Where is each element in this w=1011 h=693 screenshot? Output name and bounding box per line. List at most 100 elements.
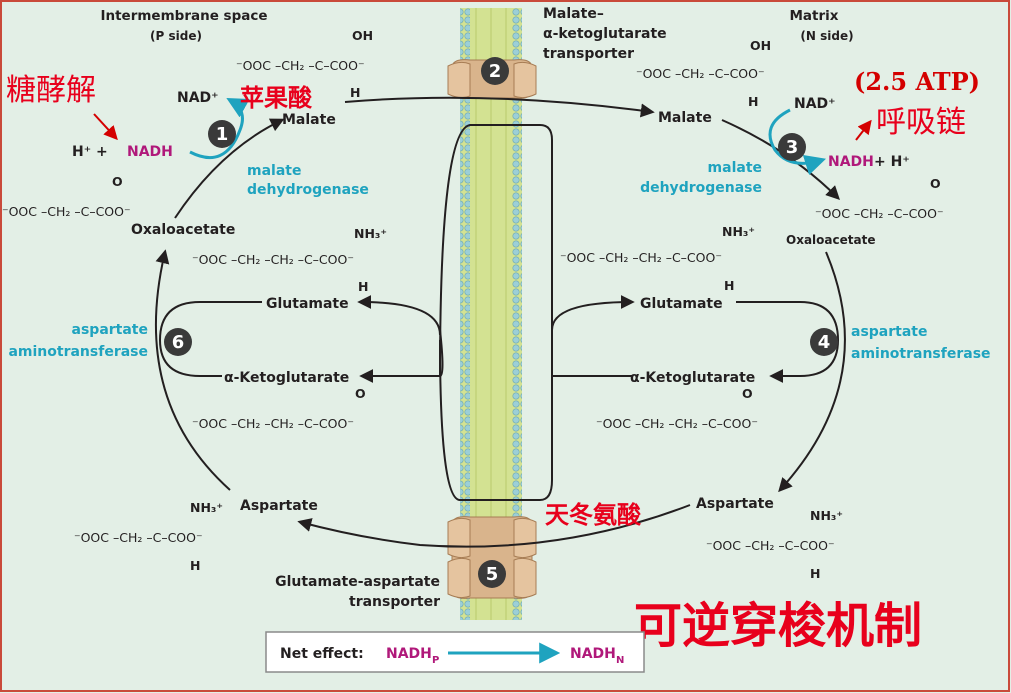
- left-malate-label: Malate: [282, 112, 336, 128]
- matrix-side-label: (N side): [800, 29, 853, 43]
- svg-text:6: 6: [172, 332, 185, 353]
- left-aspartate-label: Aspartate: [240, 498, 318, 514]
- right-malate-structure: ⁻OOC –CH₂ –C–COO⁻: [636, 66, 765, 81]
- right-aspartate-structure: ⁻OOC –CH₂ –C–COO⁻: [706, 538, 835, 553]
- step-1: 1: [208, 120, 236, 148]
- malate-cn-annotation: 苹果酸: [240, 84, 313, 112]
- cycle-arrows: [155, 96, 846, 548]
- right-ketoglutarate-structure: ⁻OOC –CH₂ –CH₂ –C–COO⁻: [596, 416, 758, 431]
- left-malate-h: H: [350, 85, 360, 100]
- right-malate-oh: OH: [750, 38, 771, 53]
- transporter2-label-3: transporter: [543, 46, 634, 62]
- glycolysis-annotation: 糖酵解: [6, 73, 96, 108]
- left-aspartate-h: H: [190, 558, 200, 573]
- left-transamination-loop: [158, 301, 262, 377]
- left-ketoglutarate-o: O: [355, 386, 366, 401]
- right-glutamate-h: H: [724, 278, 734, 293]
- right-glutamate-structure: ⁻OOC –CH₂ –CH₂ –C–COO⁻: [560, 250, 722, 265]
- right-aspartate-h: H: [810, 566, 820, 581]
- left-aspartate-to-oxaloacetate-arc: [155, 249, 231, 491]
- right-ketoglutarate-label: α-Ketoglutarate: [630, 370, 755, 386]
- transporter5-label-2: transporter: [349, 594, 440, 610]
- right-malate-dehydrogenase-2: dehydrogenase: [640, 180, 762, 196]
- left-aat-1: aspartate: [72, 322, 148, 338]
- right-oxaloacetate-to-aspartate-arc: [778, 251, 846, 493]
- step-markers: 1 2 3 4 5 6: [164, 57, 838, 588]
- step-3: 3: [778, 133, 806, 161]
- matrix-title: Matrix: [790, 8, 839, 24]
- intermembrane-side-label: (P side): [150, 29, 202, 43]
- left-malate-dehydrogenase-1: malate: [247, 163, 301, 179]
- left-malate-structure: ⁻OOC –CH₂ –C–COO⁻: [236, 58, 365, 73]
- left-glutamate-arrow: [357, 295, 441, 336]
- right-aspartate-label: Aspartate: [696, 496, 774, 512]
- ketoglutarate-exchange-path: [439, 124, 553, 380]
- transporter2-label-1: Malate–: [543, 6, 604, 22]
- net-effect-from-sub: P: [432, 655, 439, 666]
- right-aspartate-nh3: NH₃⁺: [810, 508, 843, 523]
- intermembrane-space-title: Intermembrane space: [100, 8, 267, 24]
- right-aat-1: aspartate: [851, 324, 927, 340]
- left-h-plus: H⁺ +: [72, 144, 108, 160]
- step-5: 5: [478, 560, 506, 588]
- step-2: 2: [481, 57, 509, 85]
- left-glutamate-label: Glutamate: [266, 296, 349, 312]
- right-oxaloacetate-o: O: [930, 176, 941, 191]
- left-oxaloacetate-to-malate-arrow: [174, 118, 285, 219]
- net-effect-to: NADH: [570, 646, 616, 662]
- glutamate-exchange-path: [439, 320, 553, 501]
- glycolysis-pointer-arrow: [93, 113, 118, 141]
- left-nad-plus: NAD⁺: [177, 90, 219, 106]
- left-oxaloacetate-label: Oxaloacetate: [131, 222, 235, 238]
- left-oxaloacetate-o: O: [112, 174, 123, 189]
- left-glutamate-structure: ⁻OOC –CH₂ –CH₂ –C–COO⁻: [192, 252, 354, 267]
- step-4: 4: [810, 328, 838, 356]
- left-ketoglutarate-structure: ⁻OOC –CH₂ –CH₂ –C–COO⁻: [192, 416, 354, 431]
- glutamate-aspartate-transporter-protein: [447, 516, 537, 599]
- left-ketoglutarate-label: α-Ketoglutarate: [224, 370, 349, 386]
- left-glutamate-h: H: [358, 279, 368, 294]
- net-effect-label: Net effect:: [280, 646, 364, 662]
- net-effect-box: Net effect: NADH P NADH N: [265, 631, 645, 673]
- aspartate-cn-annotation: 天冬氨酸: [545, 501, 642, 529]
- right-h-plus: + H⁺: [874, 154, 910, 170]
- right-malate-dehydrogenase-1: malate: [708, 160, 762, 176]
- atp-annotation: (2.5 ATP): [854, 67, 980, 96]
- right-glutamate-label: Glutamate: [640, 296, 723, 312]
- right-nad-plus: NAD⁺: [794, 96, 836, 112]
- right-glutamate-nh3: NH₃⁺: [722, 224, 755, 239]
- right-nadh: NADH: [828, 154, 874, 170]
- svg-text:5: 5: [486, 564, 499, 585]
- right-malate-h: H: [748, 94, 758, 109]
- svg-text:2: 2: [489, 61, 502, 82]
- left-aspartate-nh3: NH₃⁺: [190, 500, 223, 515]
- left-glutamate-nh3: NH₃⁺: [354, 226, 387, 241]
- svg-text:1: 1: [216, 124, 229, 145]
- left-aat-2: aminotransferase: [8, 344, 148, 360]
- right-transamination-loop: [736, 301, 840, 383]
- svg-text:4: 4: [818, 332, 831, 353]
- left-oxaloacetate-structure: ⁻OOC –CH₂ –C–COO⁻: [2, 204, 131, 219]
- right-nad-reduction-arrow: [768, 108, 827, 176]
- malate-transport-arrow: [344, 96, 655, 118]
- respiratory-chain-pointer-arrow: [855, 119, 872, 141]
- left-malate-dehydrogenase-2: dehydrogenase: [247, 182, 369, 198]
- step-6: 6: [164, 328, 192, 356]
- transporter5-label-1: Glutamate-aspartate: [275, 574, 440, 590]
- left-aspartate-structure: ⁻OOC –CH₂ –C–COO⁻: [74, 530, 203, 545]
- respiratory-chain-annotation: 呼吸链: [876, 105, 966, 140]
- right-ketoglutarate-o: O: [742, 386, 753, 401]
- net-effect-from: NADH: [386, 646, 432, 662]
- right-aat-2: aminotransferase: [851, 346, 991, 362]
- shuttle-title-cn: 可逆穿梭机制: [634, 598, 922, 654]
- right-oxaloacetate-label: Oxaloacetate: [786, 233, 875, 247]
- left-nad-reduction-arrow: [189, 97, 250, 160]
- aspartate-transport-arrow: [297, 504, 691, 548]
- right-oxaloacetate-structure: ⁻OOC –CH₂ –C–COO⁻: [815, 206, 944, 221]
- svg-text:3: 3: [786, 137, 799, 158]
- net-effect-to-sub: N: [616, 655, 624, 666]
- right-malate-label: Malate: [658, 110, 712, 126]
